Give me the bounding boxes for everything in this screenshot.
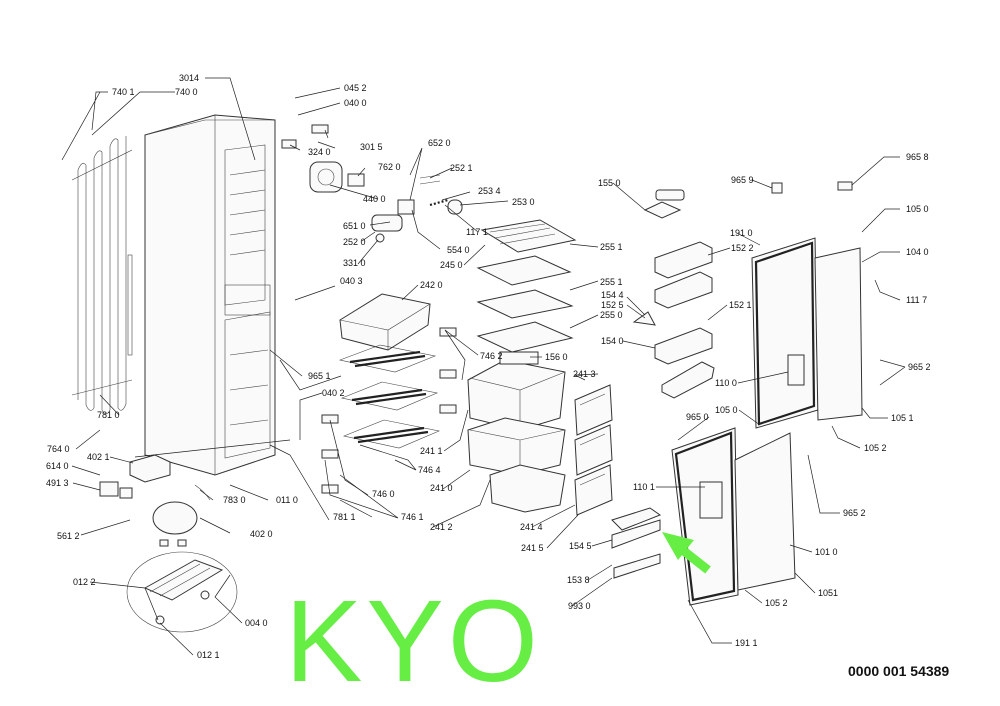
label-012-1: 012 1 — [197, 650, 220, 660]
condenser-coil — [71, 136, 133, 415]
label-255-0: 255 0 — [600, 310, 623, 320]
label-241-3: 241 3 — [573, 369, 596, 379]
freezer-drawers — [321, 293, 457, 494]
label-241-5: 241 5 — [521, 543, 544, 553]
label-255-1-a: 255 1 — [600, 242, 623, 252]
label-993-0: 993 0 — [568, 601, 591, 611]
label-402-0: 402 0 — [250, 529, 273, 539]
label-152-2: 152 2 — [731, 243, 754, 253]
label-402-1: 402 1 — [87, 452, 110, 462]
label-040-2: 040 2 — [322, 388, 345, 398]
label-105-0-b: 105 0 — [715, 405, 738, 415]
label-004-0: 004 0 — [245, 618, 268, 628]
label-152-1: 152 1 — [729, 300, 752, 310]
label-331-0: 331 0 — [343, 258, 366, 268]
label-117-1: 117 1 — [466, 227, 488, 237]
label-154-4: 154 4 — [601, 290, 624, 300]
label-746-0: 746 0 — [372, 489, 395, 499]
label-152-5: 152 5 — [601, 300, 624, 310]
label-781-1: 781 1 — [333, 512, 356, 522]
glass-shelves — [476, 219, 577, 353]
label-104-0: 104 0 — [906, 247, 929, 257]
label-301-5: 301 5 — [360, 142, 383, 152]
label-191-0: 191 0 — [730, 228, 753, 238]
label-440-0: 440 0 — [363, 194, 386, 204]
label-324-0: 324 0 — [308, 147, 331, 157]
label-554-0: 554 0 — [447, 245, 470, 255]
label-561-2: 561 2 — [57, 531, 80, 541]
label-012-2: 012 2 — [73, 577, 96, 587]
freezer-flaps — [574, 384, 613, 516]
crisper-drawers — [467, 351, 566, 513]
base-frame — [126, 551, 238, 633]
label-764-0: 764 0 — [47, 444, 70, 454]
label-045-2: 045 2 — [344, 83, 367, 93]
label-3014: 3014 — [179, 73, 199, 83]
label-105-2-b: 105 2 — [765, 598, 788, 608]
label-040-0: 040 0 — [344, 98, 367, 108]
label-783-0: 783 0 — [223, 495, 246, 505]
label-253-0: 253 0 — [512, 197, 535, 207]
label-011-0: 011 0 — [276, 495, 298, 505]
doors — [643, 181, 863, 606]
label-491-3: 491 3 — [46, 478, 69, 488]
compressor-assembly — [99, 454, 211, 547]
label-965-1: 965 1 — [308, 371, 331, 381]
door-bins — [611, 189, 715, 579]
label-965-2-a: 965 2 — [908, 362, 931, 372]
label-241-2: 241 2 — [430, 522, 453, 532]
label-965-2-b: 965 2 — [843, 508, 866, 518]
label-253-4: 253 4 — [478, 186, 501, 196]
label-105-2-a: 105 2 — [864, 443, 887, 453]
label-105-1-a: 105 1 — [891, 413, 914, 423]
label-191-1: 191 1 — [735, 638, 758, 648]
label-153-8: 153 8 — [567, 575, 590, 585]
label-154-5: 154 5 — [569, 541, 592, 551]
label-111-7: 111 7 — [906, 295, 927, 305]
label-156-0: 156 0 — [545, 352, 568, 362]
label-965-9: 965 9 — [731, 175, 754, 185]
label-746-4: 746 4 — [418, 465, 441, 475]
document-number: 0000 001 54389 — [848, 663, 950, 679]
label-762-0: 762 0 — [378, 162, 401, 172]
label-614-0: 614 0 — [46, 461, 69, 471]
label-110-1: 110 1 — [633, 482, 655, 492]
label-241-4: 241 4 — [520, 522, 543, 532]
label-965-0: 965 0 — [686, 412, 709, 422]
label-110-0: 110 0 — [715, 378, 737, 388]
label-252-0: 252 0 — [343, 237, 366, 247]
label-740-1: 740 1 — [112, 87, 135, 97]
label-241-1: 241 1 — [420, 446, 443, 456]
cabinet-body — [144, 114, 276, 476]
label-105-0-a: 105 0 — [906, 204, 929, 214]
label-781-0: 781 0 — [97, 410, 120, 420]
leader-lines — [61, 77, 906, 656]
label-155-0: 155 0 — [598, 178, 621, 188]
label-101-0: 101 0 — [815, 547, 838, 557]
brand-watermark: KYO — [285, 576, 542, 706]
label-1051: 1051 — [818, 588, 838, 598]
label-652-0: 652 0 — [428, 138, 451, 148]
label-252-1: 252 1 — [450, 163, 473, 173]
part-labels: 740 1 740 0 3014 045 2 040 0 301 5 324 0… — [46, 73, 931, 660]
label-651-0: 651 0 — [343, 221, 366, 231]
label-245-0: 245 0 — [440, 260, 463, 270]
label-040-3: 040 3 — [340, 276, 363, 286]
label-154-0-a: 154 0 — [601, 336, 624, 346]
label-242-0: 242 0 — [420, 280, 443, 290]
label-241-0: 241 0 — [430, 483, 453, 493]
label-746-1: 746 1 — [401, 512, 424, 522]
fan-assembly — [281, 124, 463, 243]
label-965-8: 965 8 — [906, 152, 929, 162]
label-255-1-b: 255 1 — [600, 277, 623, 287]
label-746-2: 746 2 — [480, 351, 503, 361]
label-740-0: 740 0 — [175, 87, 198, 97]
highlight-arrow — [662, 532, 711, 574]
